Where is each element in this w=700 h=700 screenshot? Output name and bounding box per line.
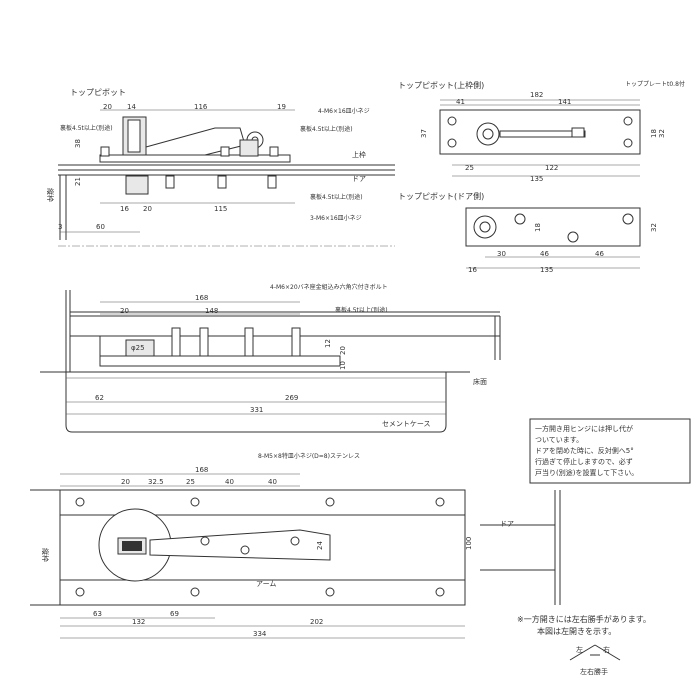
- svg-text:62: 62: [95, 394, 104, 402]
- svg-text:一方開き用ヒンジには押し代が: 一方開き用ヒンジには押し代が: [535, 424, 633, 433]
- footnote-line-1: ※一方開きには左右勝手があります。: [517, 614, 651, 624]
- screw-label-3m6x16: 3-M6×16皿小ネジ: [310, 214, 362, 222]
- upper-frame-label: 上枠: [352, 150, 366, 159]
- svg-text:32.5: 32.5: [148, 478, 164, 486]
- svg-text:148: 148: [205, 307, 218, 315]
- svg-text:115: 115: [214, 205, 227, 213]
- svg-text:116: 116: [194, 103, 208, 111]
- lining-label-right-2: 裏板4.5t以上(別途): [310, 193, 363, 201]
- jamb-label-top: 縦枠: [46, 188, 55, 202]
- svg-text:ついています。: ついています。: [535, 436, 583, 444]
- svg-text:12: 12: [324, 339, 332, 348]
- svg-text:18: 18: [650, 129, 658, 138]
- jamb-label-bottom: 縦枠: [41, 548, 50, 562]
- hand-left: 左: [576, 645, 583, 654]
- floor-surface-label: 床面: [473, 377, 487, 386]
- svg-text:3: 3: [58, 223, 62, 231]
- svg-text:40: 40: [225, 478, 234, 486]
- svg-text:32: 32: [650, 223, 658, 232]
- svg-text:32: 32: [658, 129, 666, 138]
- frame-side-plate: トップピボット(上枠側) トッププレートt0.8付 182 41 141 37 …: [398, 80, 685, 183]
- svg-text:30: 30: [497, 250, 506, 258]
- svg-text:63: 63: [93, 610, 102, 618]
- svg-text:21: 21: [74, 177, 82, 186]
- svg-text:41: 41: [456, 98, 465, 106]
- svg-text:135: 135: [540, 266, 553, 274]
- bolt-label: 4-M6×20バネ座金組込み六角穴付きボルト: [270, 283, 388, 291]
- svg-text:戸当り(別途)を設置して下さい。: 戸当り(別途)を設置して下さい。: [535, 468, 638, 477]
- svg-text:38: 38: [74, 139, 82, 148]
- top-pivot-section: トップピボット 20 14 116 19 38: [46, 88, 395, 247]
- door-label-bottom: ドア: [500, 520, 514, 528]
- hand-caption: 左右勝手: [580, 667, 608, 676]
- svg-text:16: 16: [120, 205, 129, 213]
- footnote: ※一方開きには左右勝手があります。 本図は左開きを示す。 左 右 左右勝手: [517, 614, 651, 676]
- svg-text:20: 20: [120, 307, 129, 315]
- svg-text:60: 60: [96, 223, 105, 231]
- floor-hinge-section: 168 20 148 φ25 12 20 10 62 269 331 4-M6×…: [40, 283, 501, 433]
- svg-text:69: 69: [170, 610, 179, 618]
- note-box: 一方開き用ヒンジには押し代が ついています。 ドアを閉めた時に、反対側へ5° 行…: [529, 418, 691, 484]
- footnote-line-2: 本図は左開きを示す。: [537, 626, 616, 636]
- svg-text:334: 334: [253, 630, 267, 638]
- svg-text:φ25: φ25: [131, 344, 145, 352]
- svg-text:20: 20: [339, 346, 347, 355]
- svg-text:24: 24: [316, 541, 324, 550]
- svg-text:18: 18: [534, 223, 542, 232]
- svg-text:168: 168: [195, 294, 208, 302]
- svg-text:19: 19: [277, 103, 286, 111]
- svg-text:132: 132: [132, 618, 145, 626]
- svg-text:46: 46: [595, 250, 604, 258]
- svg-text:100: 100: [465, 537, 473, 550]
- svg-text:182: 182: [530, 91, 543, 99]
- plan-view: 168 20 32.5 25 40 40 24 100 63 69 132 20…: [30, 452, 561, 639]
- top-pivot-title: トップピボット: [70, 88, 126, 97]
- svg-text:331: 331: [250, 406, 263, 414]
- svg-text:20: 20: [143, 205, 152, 213]
- svg-text:40: 40: [268, 478, 277, 486]
- frame-side-title: トップピボット(上枠側): [398, 80, 484, 90]
- door-side-plate: トップピボット(ドア側) 30 46 46 16 135 32 18: [398, 191, 658, 274]
- svg-text:46: 46: [540, 250, 549, 258]
- svg-text:122: 122: [545, 164, 558, 172]
- svg-text:25: 25: [186, 478, 195, 486]
- screw-label-4m6x16: 4-M6×16皿小ネジ: [318, 107, 370, 115]
- hand-right: 右: [603, 645, 610, 654]
- arm-label: アーム: [256, 580, 276, 588]
- svg-text:269: 269: [285, 394, 298, 402]
- svg-text:20: 20: [103, 103, 112, 111]
- lining-label-top-left: 裏板4.5t以上(別途): [60, 124, 113, 132]
- svg-text:141: 141: [558, 98, 571, 106]
- svg-text:行過ぎて停止しますので、必ず: 行過ぎて停止しますので、必ず: [535, 457, 633, 466]
- svg-text:ドアを閉めた時に、反対側へ5°: ドアを閉めた時に、反対側へ5°: [535, 446, 634, 455]
- door-side-title: トップピボット(ドア側): [398, 191, 484, 201]
- svg-text:202: 202: [310, 618, 323, 626]
- top-plate-label: トッププレートt0.8付: [625, 80, 685, 88]
- svg-text:168: 168: [195, 466, 208, 474]
- lining-label-right-1: 裏板4.5t以上(別途): [300, 125, 353, 133]
- cement-case-label: セメントケース: [382, 420, 431, 428]
- screw-group-upper: [100, 146, 279, 189]
- lining-label-floor: 裏板4.5t以上(別途): [335, 306, 388, 314]
- svg-text:14: 14: [127, 103, 136, 111]
- svg-text:135: 135: [530, 175, 543, 183]
- screw-label-8m5x8: 8-M5×8特皿小ネジ(D=8)ステンレス: [258, 452, 360, 460]
- svg-text:16: 16: [468, 266, 477, 274]
- svg-text:37: 37: [420, 129, 428, 138]
- svg-text:25: 25: [465, 164, 474, 172]
- svg-text:10: 10: [339, 361, 347, 370]
- svg-text:20: 20: [121, 478, 130, 486]
- door-label-top: ドア: [352, 175, 366, 183]
